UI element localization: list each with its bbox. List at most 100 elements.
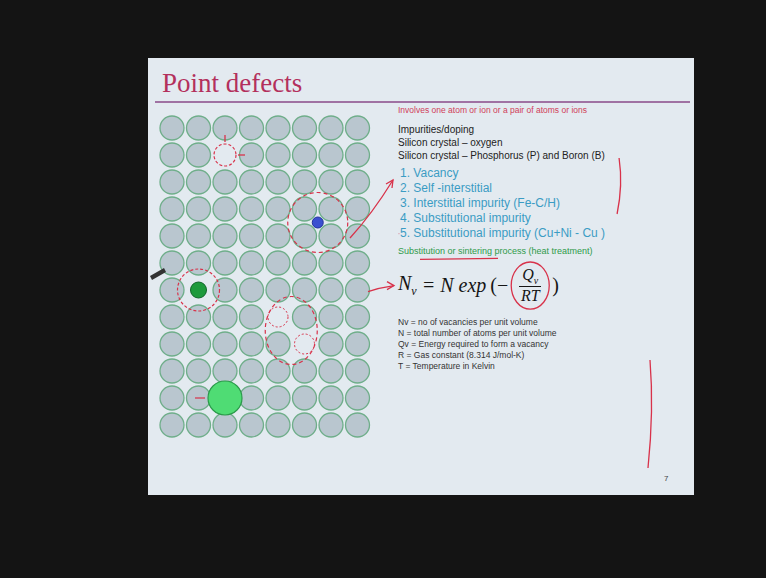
host-atom xyxy=(187,224,211,248)
pen-stroke xyxy=(617,158,621,214)
formula-term: Nv xyxy=(398,272,417,299)
host-atom xyxy=(240,116,264,140)
pen-dot xyxy=(398,233,399,234)
strain-arrow xyxy=(224,135,225,142)
vacancy-formula: Nv= N exp(−QvRT) xyxy=(398,266,559,305)
host-atom xyxy=(266,224,290,248)
host-atom xyxy=(319,386,343,410)
host-atom xyxy=(160,116,184,140)
slide-title: Point defects xyxy=(162,68,302,99)
host-atom xyxy=(319,170,343,194)
host-atom xyxy=(266,386,290,410)
list-item: 4. Substitutional impurity xyxy=(400,212,531,226)
host-atom xyxy=(187,170,211,194)
subtitle-note: Involves one atom or ion or a pair of at… xyxy=(398,106,587,116)
list-item: 2. Self -interstitial xyxy=(400,182,492,196)
host-atom xyxy=(319,197,343,221)
host-atom xyxy=(346,116,370,140)
host-atom xyxy=(266,278,290,302)
host-atom xyxy=(346,359,370,383)
formula-symbol: = N exp xyxy=(422,274,487,297)
host-atom xyxy=(266,251,290,275)
host-atom xyxy=(160,143,184,167)
host-atom xyxy=(266,413,290,437)
host-atom xyxy=(346,251,370,275)
host-atom xyxy=(266,332,290,356)
host-atom xyxy=(319,224,343,248)
host-atom xyxy=(213,224,237,248)
page-number: 7 xyxy=(664,474,668,483)
host-atom xyxy=(319,359,343,383)
pen-arrow xyxy=(368,286,394,292)
host-atom xyxy=(293,386,317,410)
formula-subscript: v xyxy=(411,284,416,298)
host-atom xyxy=(160,197,184,221)
host-atom xyxy=(240,359,264,383)
host-atom xyxy=(293,224,317,248)
pen-arrowhead xyxy=(386,180,393,188)
host-atom xyxy=(240,332,264,356)
host-atom xyxy=(293,359,317,383)
host-atom xyxy=(319,116,343,140)
vacancy-pair-region xyxy=(265,297,317,365)
host-atom xyxy=(319,413,343,437)
pen-stroke xyxy=(648,360,652,468)
host-atom xyxy=(160,305,184,329)
interstitial-atom xyxy=(312,217,323,228)
host-atom xyxy=(293,413,317,437)
host-atom xyxy=(213,197,237,221)
host-atom xyxy=(160,332,184,356)
host-atom xyxy=(213,278,237,302)
formula-symbol: ) xyxy=(552,274,559,297)
host-atom xyxy=(266,359,290,383)
symbol-definition: R = Gas constant (8.314 J/mol-K) xyxy=(398,351,524,361)
host-atom xyxy=(293,143,317,167)
host-atom xyxy=(346,170,370,194)
host-atom xyxy=(293,197,317,221)
formula-symbol: N xyxy=(398,272,411,294)
strain-arrow xyxy=(195,397,205,398)
host-atom xyxy=(319,332,343,356)
host-atom xyxy=(319,278,343,302)
formula-subscript: v xyxy=(534,275,538,286)
host-atom xyxy=(240,305,264,329)
large-substitutional-atom xyxy=(208,381,242,415)
pen-circle xyxy=(511,262,549,309)
host-atom xyxy=(319,143,343,167)
host-atom xyxy=(213,359,237,383)
formula-symbol: (− xyxy=(490,274,508,297)
host-atom xyxy=(160,278,184,302)
pen-underline xyxy=(420,258,498,259)
host-atom xyxy=(319,305,343,329)
formula-fraction: QvRT xyxy=(519,266,541,305)
formula-symbol: RT xyxy=(521,287,540,305)
pen-arrowhead xyxy=(387,282,394,290)
process-note: Substitution or sintering process (heat … xyxy=(398,246,593,256)
symbol-definition: T = Temperature in Kelvin xyxy=(398,362,495,372)
vacancy-site xyxy=(295,334,315,354)
list-item: 5. Substitutional impurity (Cu+Ni - Cu ) xyxy=(400,227,605,241)
host-atom xyxy=(346,224,370,248)
host-atom xyxy=(240,224,264,248)
title-rule xyxy=(155,101,690,103)
host-atom xyxy=(160,359,184,383)
body-text: Silicon crystal – Phosphorus (P) and Bor… xyxy=(398,150,605,162)
body-text: Silicon crystal – oxygen xyxy=(398,137,503,149)
host-atom xyxy=(160,170,184,194)
host-atom xyxy=(187,143,211,167)
vacancy-site xyxy=(214,144,236,166)
small-substitutional-atom xyxy=(191,282,207,298)
symbol-definition: Qv = Energy required to form a vacancy xyxy=(398,340,548,350)
body-text: Impurities/doping xyxy=(398,124,474,136)
host-atom xyxy=(187,386,211,410)
list-item: 3. Interstitial impurity (Fe-C/H) xyxy=(400,197,560,211)
host-atom xyxy=(187,116,211,140)
host-atom xyxy=(346,305,370,329)
host-atom xyxy=(213,170,237,194)
host-atom xyxy=(213,305,237,329)
host-atom xyxy=(240,386,264,410)
host-atom xyxy=(293,278,317,302)
formula-symbol: Q xyxy=(522,266,534,283)
symbol-definition: Nv = no of vacancies per unit volume xyxy=(398,318,538,328)
